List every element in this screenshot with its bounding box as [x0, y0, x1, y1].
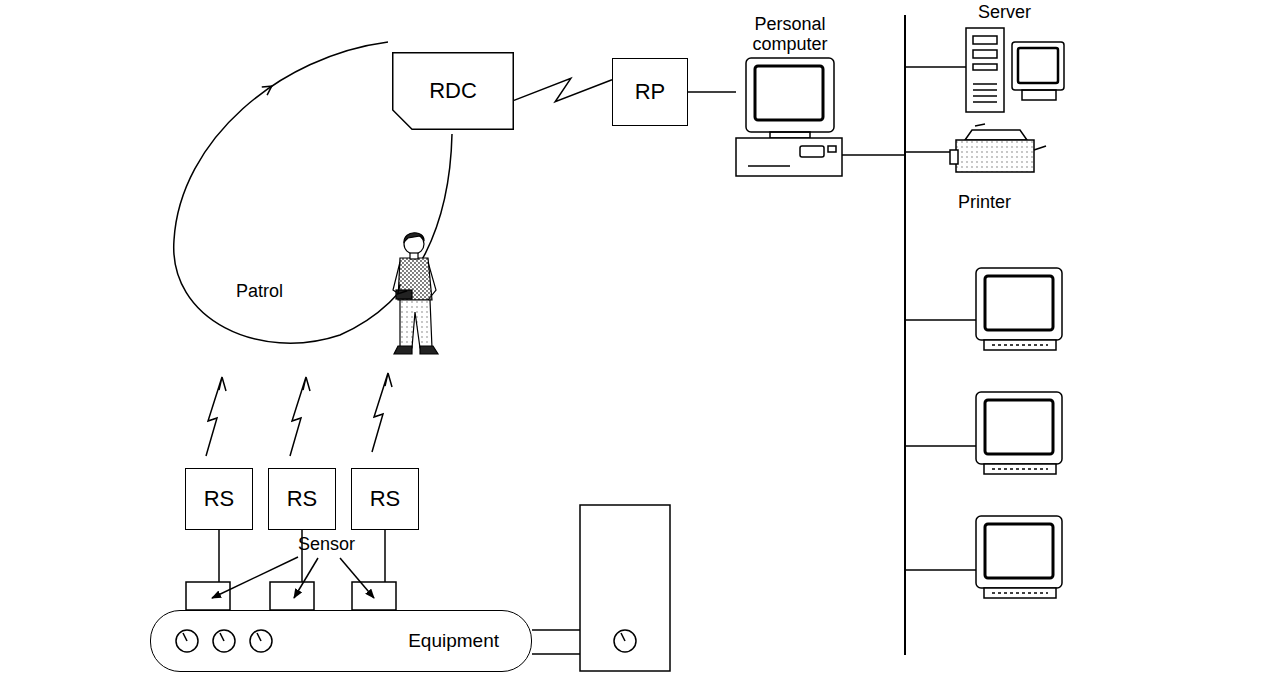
workstation-icon — [976, 516, 1062, 598]
network-tie — [905, 569, 976, 571]
wireless-link — [514, 78, 612, 101]
computer-icon — [736, 58, 842, 176]
patrol-arrowhead — [398, 284, 407, 294]
network-bus — [904, 15, 906, 655]
reader-box: RDC — [392, 52, 514, 130]
leader-line — [294, 558, 318, 598]
station-box: RS — [351, 468, 419, 530]
patrol-arrowhead — [262, 86, 272, 95]
node-text: Equipment — [408, 630, 499, 652]
equipment-body: Equipment — [150, 610, 532, 672]
leader-line — [212, 557, 298, 598]
card-outline — [393, 53, 514, 130]
device-label: Personal computer — [735, 14, 845, 54]
node-text: RDC — [429, 78, 477, 103]
network-tie — [905, 66, 966, 68]
gauge — [250, 630, 272, 652]
gauge — [614, 630, 636, 652]
network-tie — [905, 151, 956, 153]
network-tie — [842, 154, 905, 156]
node-text: RS — [204, 486, 235, 511]
network-tie — [905, 319, 976, 321]
coupling — [532, 653, 580, 655]
station-box: RS — [185, 468, 253, 530]
route-label: Patrol — [236, 281, 283, 301]
leader-line — [340, 558, 374, 598]
network-tie — [905, 445, 976, 447]
device-label: Printer — [958, 192, 1011, 212]
wireless-bolt — [290, 377, 310, 456]
printer-icon — [950, 124, 1046, 172]
workstation-icon — [976, 392, 1062, 474]
wireless-bolt — [372, 373, 392, 452]
part-label: Sensor — [298, 534, 355, 554]
gauge — [213, 630, 235, 652]
sensor-box — [270, 582, 314, 610]
sensor-box — [186, 582, 230, 610]
equipment-unit — [580, 505, 670, 671]
relay-box: RP — [612, 58, 688, 126]
wireless-bolt — [206, 377, 226, 456]
sensor-box — [352, 582, 396, 610]
station-box: RS — [268, 468, 336, 530]
cable — [688, 91, 736, 93]
node-text: RS — [370, 486, 401, 511]
device-label: Server — [978, 2, 1031, 22]
sensor-wire — [384, 530, 386, 582]
node-text: RP — [635, 79, 666, 104]
server-icon — [966, 28, 1064, 112]
workstation-icon — [976, 268, 1062, 350]
coupling — [532, 629, 580, 631]
person-figure — [393, 233, 438, 354]
node-text: RS — [287, 486, 318, 511]
sensor-wire — [218, 530, 220, 582]
gauge — [176, 630, 198, 652]
